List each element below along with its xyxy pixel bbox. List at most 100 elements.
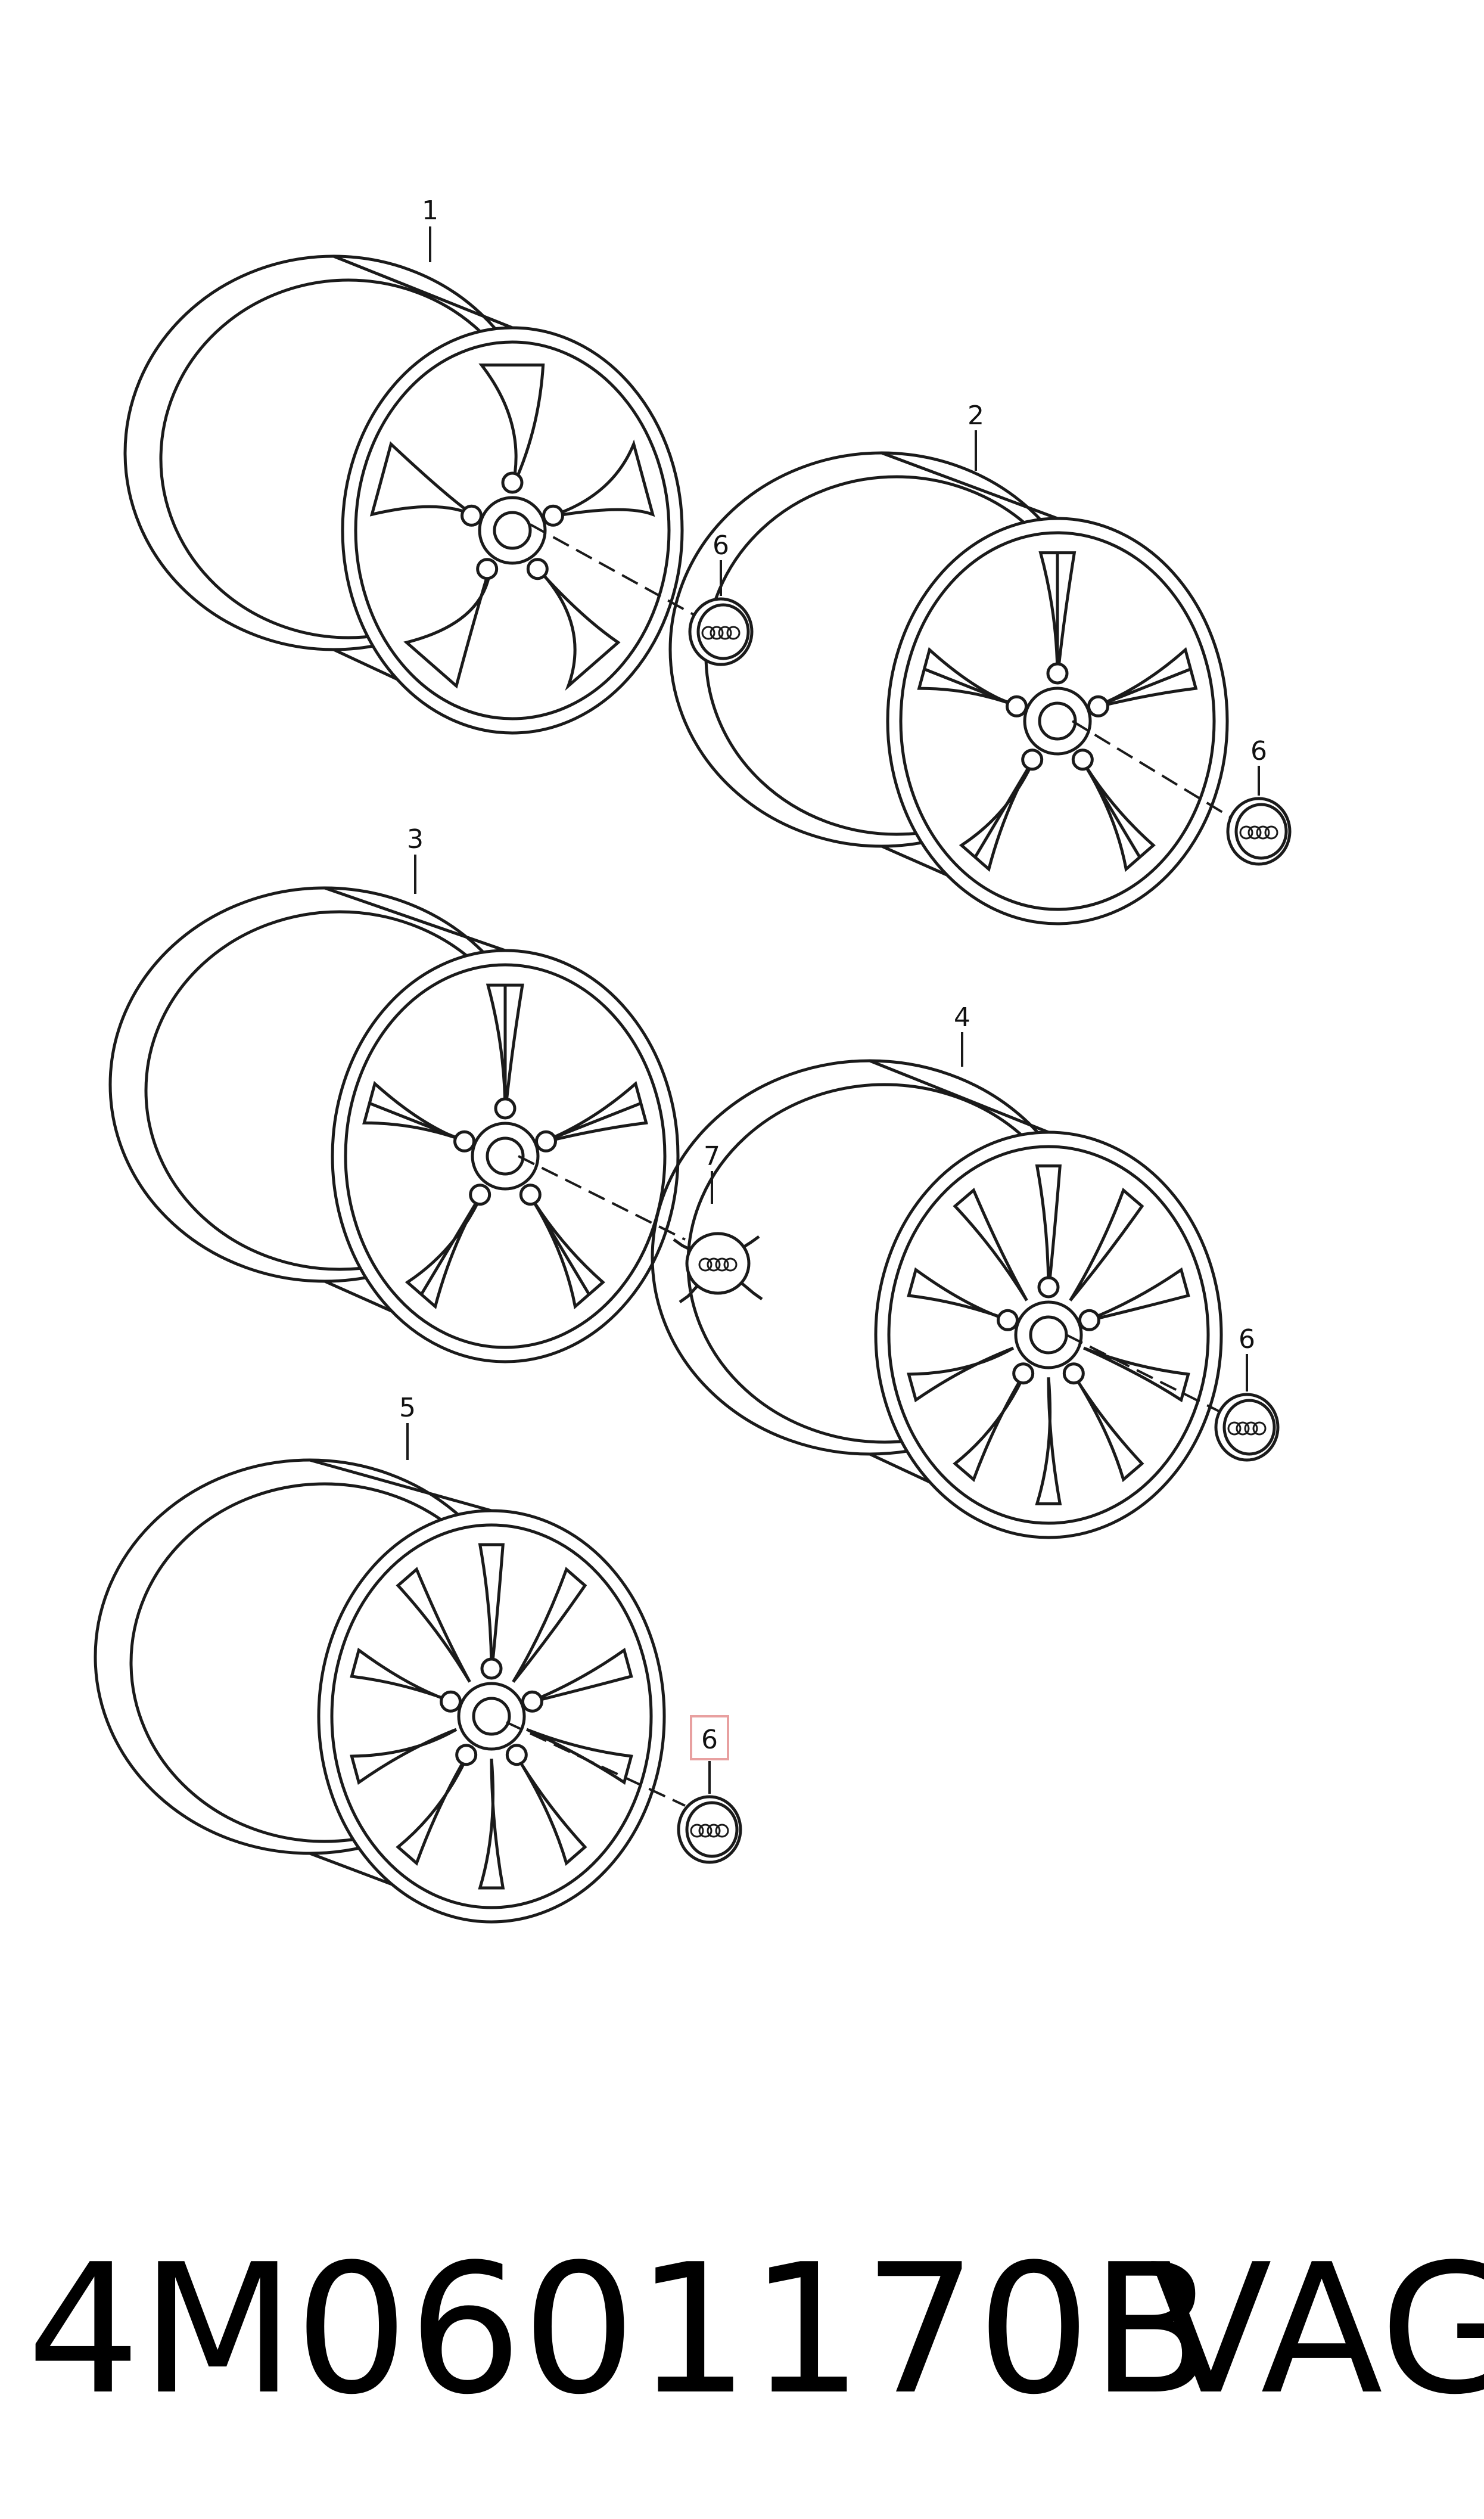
bolt-hole [997,1309,1019,1331]
callout-7[interactable]: 7 [704,1141,720,1172]
wheel-hub [457,1682,526,1751]
alloy-wheel-1 [123,254,684,735]
bolt-hole [501,471,524,494]
callout-4[interactable]: 4 [954,1002,970,1033]
logo-ring-icon [710,626,724,640]
spoke-groove [922,667,1023,710]
wheel-spoke [1069,1368,1144,1483]
logo-ring-icon [707,1824,721,1838]
logo-ring-icon [718,626,732,640]
callout-6-wheel-5[interactable]: 6 [701,1725,718,1755]
logo-ring-icon [715,1824,729,1838]
wheel-face-inner [354,340,671,720]
wheel-spoke [478,363,545,489]
spoke-groove [1092,667,1193,710]
spoke-groove [419,1189,485,1297]
logo-ring-icon [1247,825,1262,840]
callout-2[interactable]: 2 [967,400,984,431]
brand-name: VAG [1150,2226,1484,2434]
rim-edge-top [333,254,513,330]
wheel-spoke [369,441,478,519]
callout-1[interactable]: 1 [422,195,438,226]
wheel-spoke [533,563,621,691]
wheel-spoke [907,1267,1014,1324]
callout-6-wheel-4[interactable]: 6 [1239,1324,1255,1355]
rim-edge-top [881,451,1058,520]
wheel-spoke [403,564,493,689]
bolt-hole [440,1690,462,1713]
bolt-hole [1037,1276,1060,1299]
logo-ring-icon [715,1257,729,1272]
wheel-face-inner [887,1145,1210,1525]
alloy-wheel-3 [108,886,680,1363]
callout-3[interactable]: 3 [407,824,424,855]
spoke-groove [368,1101,471,1145]
bolt-hole [453,1130,476,1153]
bolt-hole [494,1097,517,1120]
wheel-spoke [1083,1267,1190,1324]
logo-ring-icon [690,1824,704,1838]
wheel-hub [1023,687,1092,756]
bolt-hole [480,1657,503,1680]
bolt-hole [521,1690,543,1713]
bolt-hole [1078,1309,1100,1331]
alloy-wheel-4 [651,1059,1223,1539]
wheel-hub [478,496,547,565]
logo-ring-icon [1244,1421,1258,1436]
center-cap-with-clips-icon [673,1232,763,1304]
wheel-spoke [1035,1164,1062,1293]
bolt-hole [469,1184,491,1206]
logo-ring-icon [701,626,715,640]
wheel-spoke [525,1728,633,1785]
bolt-hole [526,558,549,580]
wheel-spoke [547,439,655,519]
logo-ring-icon [1236,1421,1250,1436]
hub-bore [1038,701,1077,741]
bolt-hole [1021,748,1044,771]
assembly-dash-line [506,1721,686,1807]
callout-5[interactable]: 5 [399,1393,416,1423]
wheel-spoke [396,1750,471,1866]
wheel-spoke [953,1368,1028,1482]
wheel-spoke [526,1647,633,1705]
wheel-face-inner [899,531,1216,911]
bolt-hole [1012,1362,1035,1385]
hub-cap-icon [688,597,754,666]
hub-bore [472,1697,511,1736]
hub-bore [486,1136,525,1176]
spoke-groove [1078,754,1142,859]
wheel-spoke [350,1728,458,1785]
bolt-hole [1006,695,1028,718]
bolt-hole [534,1130,557,1153]
logo-ring-icon [1227,1421,1242,1436]
highlight-box-callout-6 [690,1715,729,1760]
wheel-spoke [1069,1188,1144,1302]
alloy-wheel-2 [668,451,1229,925]
bolt-hole [455,1744,478,1766]
logo-ring-icon [698,1257,713,1272]
callout-6-wheel-1[interactable]: 6 [713,530,729,561]
alloy-wheel-5 [94,1458,666,1924]
hub-cap-icon [1214,1393,1280,1462]
bolt-hole [1046,662,1069,685]
bolt-hole [519,1184,542,1206]
wheel-spoke [512,1567,587,1683]
hub-cap-icon [677,1795,742,1864]
rim-edge-top [309,1458,492,1512]
logo-ring-icon [1252,1421,1267,1436]
wheel-hub [1014,1300,1083,1369]
callout-6-wheel-2[interactable]: 6 [1250,736,1267,766]
wheel-spoke [907,1346,1015,1403]
wheel-spoke [478,1759,505,1890]
bolt-hole [476,558,499,580]
assembly-dash-line [530,523,704,621]
logo-ring-icon [726,626,741,640]
bolt-hole [1087,695,1109,718]
assembly-dash-line [518,1155,686,1241]
wheel-hub [471,1122,540,1191]
assembly-dash-line [1071,720,1240,824]
cap-body [685,1232,751,1295]
logo-ring-icon [1239,825,1253,840]
exploded-parts-diagram: 1 2 3 4 5 6 6 6 6 7 [94,195,1292,1924]
logo-ring-icon [698,1824,713,1838]
